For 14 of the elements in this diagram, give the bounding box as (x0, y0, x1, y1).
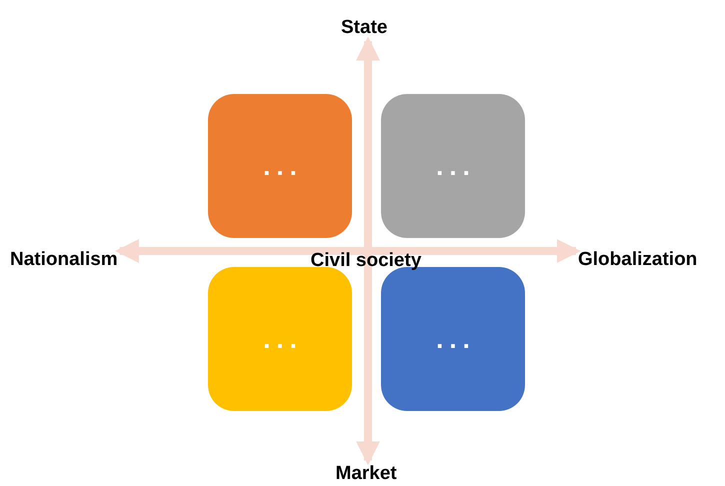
box-text: ... (262, 326, 303, 352)
axis-label: State (341, 16, 388, 40)
center-label: Civil society (310, 250, 422, 272)
quadrant-box (208, 267, 352, 411)
box-text: ... (262, 153, 303, 179)
double-arrow (356, 36, 380, 466)
axis-label: Nationalism (10, 248, 118, 272)
double-arrow (114, 239, 581, 263)
quadrant-box (381, 94, 525, 238)
axis-label: Market (336, 462, 397, 486)
box-text: ... (435, 153, 476, 179)
box-text: ... (435, 326, 476, 352)
axis-label: Globalization (578, 248, 698, 272)
quadrant-box (208, 94, 352, 238)
